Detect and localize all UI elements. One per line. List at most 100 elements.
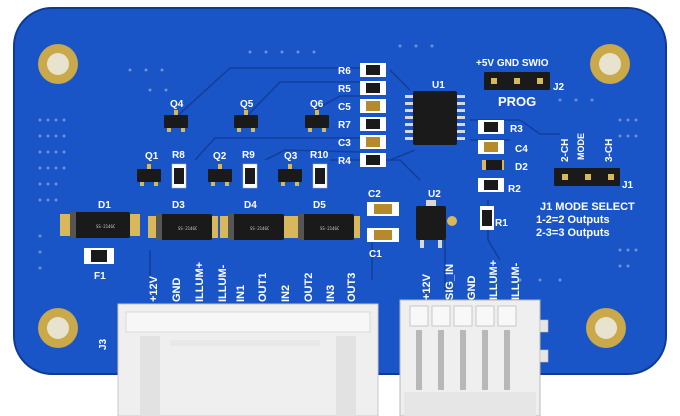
j3-pin-label: ILLUM- [217, 264, 229, 302]
j3-pin-label: IN2 [280, 285, 292, 302]
label-j2: J2 [553, 82, 565, 93]
diode-marking: SS-2146C [250, 226, 270, 231]
j4-pin-label: +12V [421, 273, 433, 300]
mode-note-line2: 1-2=2 Outputs [536, 214, 610, 226]
label-r5: R5 [338, 84, 351, 95]
label-r3: R3 [510, 124, 523, 135]
copper-traces [149, 67, 560, 290]
transistor-q2: Q2 [208, 151, 232, 186]
header-j2: +5V GND SWIO PROG J2 [476, 58, 565, 109]
resistor-r6 [360, 63, 386, 77]
capacitor-c4: C4 [478, 140, 528, 155]
connector-j4 [399, 299, 549, 416]
label-q6: Q6 [310, 99, 324, 110]
j4-pin-label: SIG_IN [444, 264, 456, 300]
j3-pin-label: IN1 [235, 285, 247, 302]
transistor-q3: Q3 [278, 151, 302, 186]
mounting-holes [38, 44, 630, 348]
mode-label: MODE [576, 133, 586, 160]
label-q5: Q5 [240, 99, 254, 110]
j3-pin-label: OUT2 [303, 273, 315, 302]
label-q4: Q4 [170, 99, 184, 110]
mode-opt1: 2-CH [560, 139, 571, 162]
regulator-u2: U2 [416, 189, 457, 248]
transistor-q5: Q5 [234, 99, 258, 132]
mode-note-line1: J1 MODE SELECT [540, 201, 635, 213]
diode-d4: SS-2146C D4 [220, 200, 290, 240]
label-d5: D5 [313, 200, 326, 211]
diode-d1: SS-2146C D1 [60, 200, 140, 238]
diode-marking: SS-2146C [96, 224, 116, 229]
fuse-f1: F1 [84, 248, 114, 282]
label-c3: C3 [338, 138, 351, 149]
label-d1: D1 [98, 200, 111, 211]
mode-select-note: J1 MODE SELECT 1-2=2 Outputs 2-3=3 Outpu… [536, 201, 635, 239]
label-r8: R8 [172, 150, 185, 161]
j3-pin-label: ILLUM+ [194, 262, 206, 302]
label-q1: Q1 [145, 151, 159, 162]
diode-d5: SS-2146C D5 [290, 200, 360, 240]
resistor-r4 [360, 153, 386, 167]
j4-pin-labels: +12V SIG_IN GND ILLUM+ ILLUM- [421, 260, 522, 300]
j3-pin-label: +12V [148, 275, 160, 302]
j3-pin-labels: +12V GND ILLUM+ ILLUM- IN1 OUT1 IN2 OUT2… [148, 262, 358, 302]
capacitor-c2: C2 [367, 189, 399, 216]
resistor-r3: R3 [478, 120, 523, 135]
label-r9: R9 [242, 150, 255, 161]
capacitor-c5 [360, 99, 386, 113]
mode-opt2: 3-CH [604, 139, 615, 162]
resistor-r9: R9 [242, 150, 258, 189]
label-c1: C1 [369, 249, 382, 260]
j3-pin-label: GND [171, 278, 183, 303]
j3-pin-label: IN3 [325, 285, 337, 302]
j4-pin-label: ILLUM- [510, 262, 522, 300]
resistor-r7 [360, 117, 386, 131]
diode-marking: SS-2146C [178, 226, 198, 231]
label-c5: C5 [338, 102, 351, 113]
label-d3: D3 [172, 200, 185, 211]
j4-pin-label: GND [466, 276, 478, 301]
resistor-r5 [360, 81, 386, 95]
resistor-r2: R2 [478, 178, 521, 195]
capacitor-c3 [360, 135, 386, 149]
capacitor-c1: C1 [367, 228, 399, 260]
transistor-q1: Q1 [137, 151, 161, 186]
resistor-r10: R10 [310, 150, 329, 189]
resistor-r8: R8 [171, 150, 187, 189]
label-d4: D4 [244, 200, 257, 211]
diode-d2: D2 [482, 160, 528, 173]
transistor-q4: Q4 [164, 99, 188, 132]
label-c2: C2 [368, 189, 381, 200]
label-c4: C4 [515, 144, 528, 155]
transistor-q6: Q6 [305, 99, 329, 132]
connector-j3: J3 [98, 303, 379, 416]
label-j1: J1 [622, 180, 634, 191]
label-r2: R2 [508, 184, 521, 195]
passives-column: R6 R5 C5 R7 C3 R4 [338, 63, 386, 167]
label-r6: R6 [338, 66, 351, 77]
mode-note-line3: 2-3=3 Outputs [536, 227, 610, 239]
diode-marking: SS-2146C [320, 226, 340, 231]
label-r1: R1 [495, 218, 508, 229]
prog-pins-label: +5V GND SWIO [476, 58, 549, 69]
diode-d3: SS-2146C D3 [148, 200, 218, 240]
label-j3: J3 [98, 338, 109, 350]
label-u2: U2 [428, 189, 441, 200]
label-u1: U1 [432, 80, 445, 91]
resistor-r1: R1 [480, 206, 508, 230]
label-q3: Q3 [284, 151, 298, 162]
label-q2: Q2 [213, 151, 227, 162]
j3-pin-label: OUT1 [257, 273, 269, 302]
header-j1: 2-CH MODE 3-CH J1 [554, 133, 634, 191]
label-r4: R4 [338, 156, 351, 167]
vias [38, 44, 638, 282]
label-f1: F1 [94, 271, 106, 282]
j4-pin-label: ILLUM+ [488, 260, 500, 300]
label-d2: D2 [515, 162, 528, 173]
label-r7: R7 [338, 120, 351, 131]
ic-u1: U1 [405, 80, 465, 145]
j3-pin-label: OUT3 [346, 273, 358, 302]
label-r10: R10 [310, 150, 329, 161]
prog-title: PROG [498, 94, 536, 109]
